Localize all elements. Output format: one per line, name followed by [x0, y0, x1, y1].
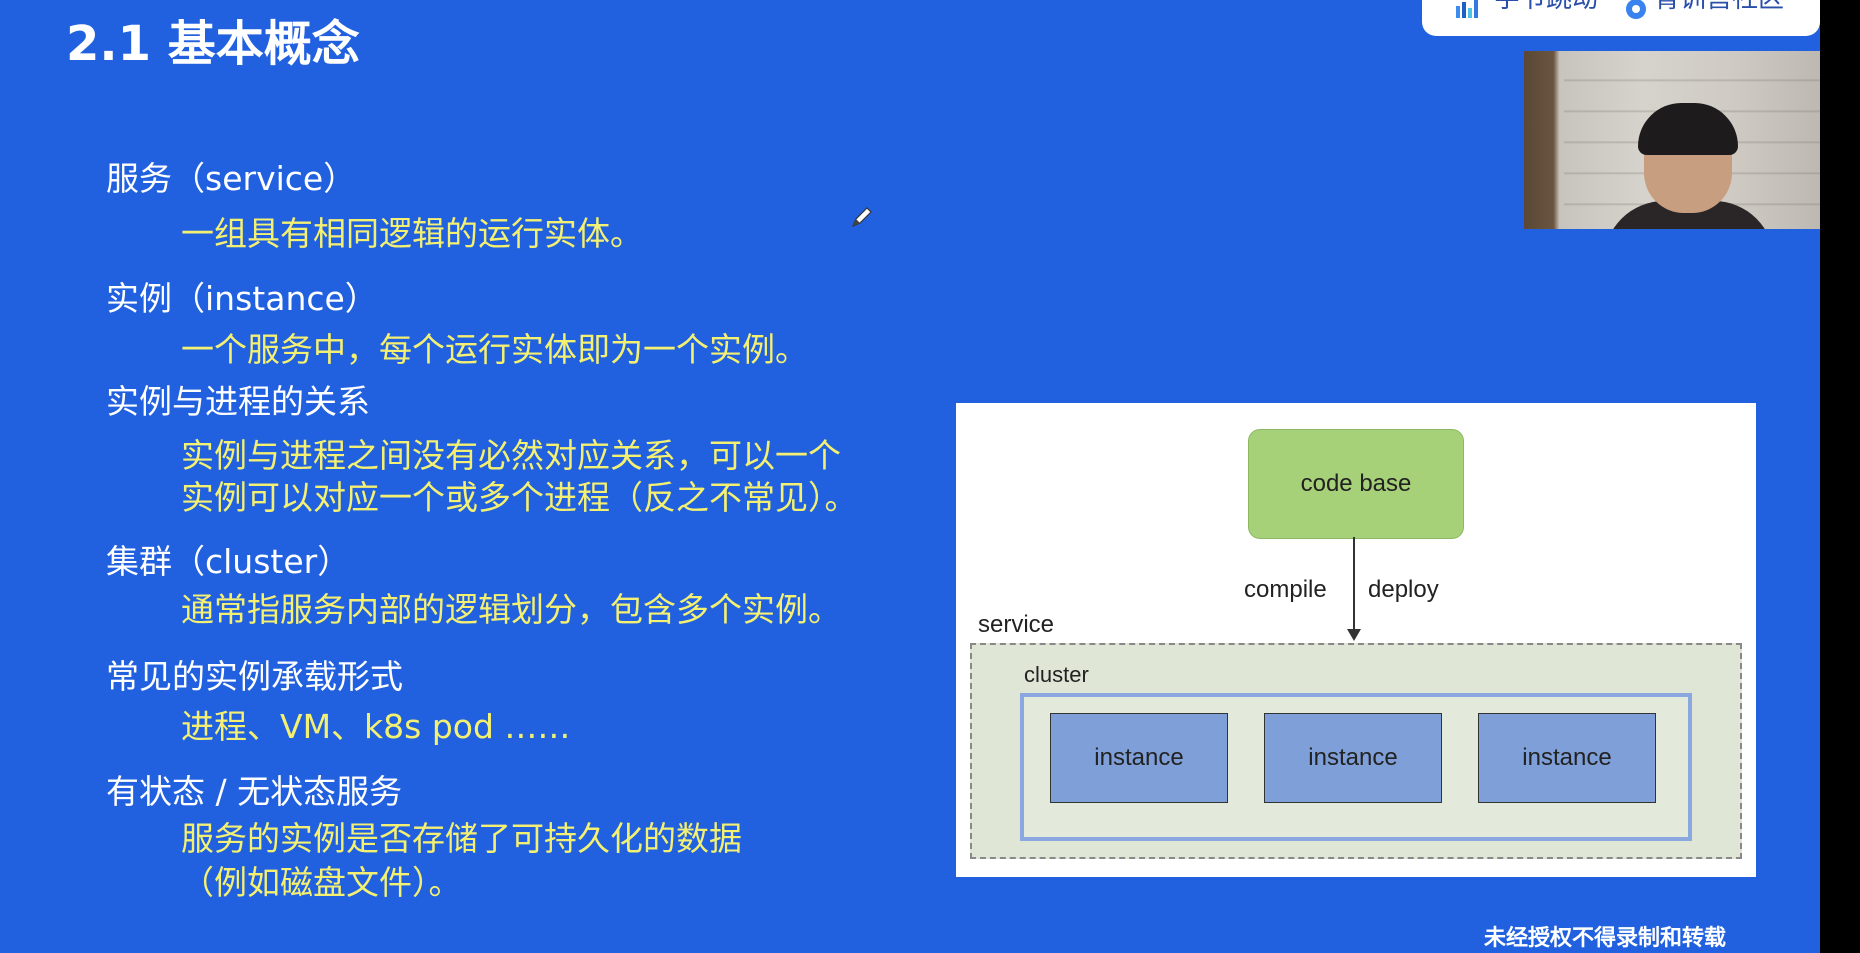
code-base-box: code base	[1248, 429, 1464, 539]
logo-community-text: 青训营社区	[1654, 0, 1784, 15]
instance-box: instance	[1050, 713, 1228, 803]
desc-instance-process-line2: 实例可以对应一个或多个进程（反之不常见）。	[181, 478, 858, 517]
community-logo-icon	[1626, 0, 1646, 19]
pen-icon	[851, 207, 872, 228]
cluster-label: cluster	[1024, 662, 1089, 687]
deploy-arrow-line	[1353, 537, 1355, 633]
service-label: service	[978, 611, 1055, 638]
desc-carrier-forms: 进程、VM、k8s pod ……	[181, 707, 571, 746]
instance-box: instance	[1478, 713, 1656, 803]
arrow-down-icon	[1347, 629, 1361, 641]
desc-stateful-line1: 服务的实例是否存储了可持久化的数据	[181, 819, 742, 858]
logo-bytedance-text: 字节跳动	[1494, 0, 1598, 15]
desc-stateful-line2: （例如磁盘文件）。	[181, 863, 462, 902]
slide-title: 2.1 基本概念	[66, 16, 360, 72]
desc-cluster: 通常指服务内部的逻辑划分，包含多个实例。	[181, 590, 841, 629]
watermark: 未经授权不得录制和转载	[1484, 926, 1727, 951]
logo-strip: 字节跳动 青训营社区	[1422, 0, 1820, 36]
term-cluster: 集群（cluster）	[106, 542, 351, 581]
term-stateful: 有状态 / 无状态服务	[106, 772, 403, 811]
compile-label: compile	[1244, 576, 1327, 603]
instance-box: instance	[1264, 713, 1442, 803]
term-carrier-forms: 常见的实例承载形式	[106, 657, 403, 696]
slide: 2.1 基本概念 服务（service） 一组具有相同逻辑的运行实体。 实例（i…	[0, 0, 1820, 953]
term-instance-process: 实例与进程的关系	[106, 382, 370, 421]
architecture-diagram: code base compile deploy service cluster…	[956, 403, 1756, 877]
bytedance-logo-icon	[1456, 0, 1478, 18]
desc-service: 一组具有相同逻辑的运行实体。	[181, 214, 643, 253]
desc-instance: 一个服务中，每个运行实体即为一个实例。	[181, 330, 808, 369]
term-service: 服务（service）	[106, 159, 357, 198]
deploy-label: deploy	[1368, 576, 1439, 603]
term-instance: 实例（instance）	[106, 279, 378, 318]
presenter-hair	[1638, 103, 1738, 155]
webcam-feed	[1524, 51, 1820, 229]
desc-instance-process-line1: 实例与进程之间没有必然对应关系，可以一个	[181, 436, 841, 475]
